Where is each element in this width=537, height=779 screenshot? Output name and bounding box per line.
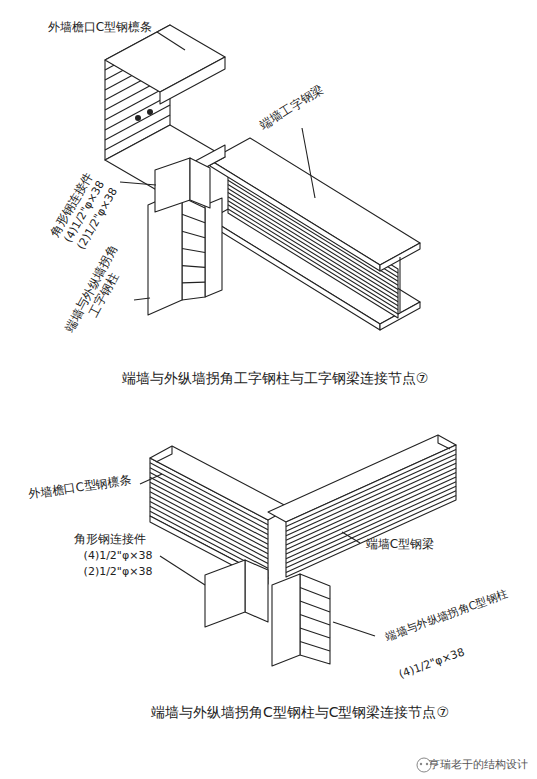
bolt-spec: (4)1/2"φ×38	[397, 646, 466, 681]
bolt	[177, 172, 183, 178]
hatch-stroke	[182, 282, 205, 284]
leader-line	[160, 556, 205, 585]
bolt-spec: (2)1/2"φ×38	[84, 566, 153, 579]
c-beam-joint	[140, 435, 456, 772]
i-beam-joint	[105, 25, 420, 330]
bolt	[163, 177, 169, 183]
bolt-spec: (4)1/2"φ×38	[84, 550, 153, 563]
purlin-section	[156, 446, 172, 462]
beam-top-flange	[210, 138, 420, 265]
column-flange	[272, 574, 300, 666]
part-name: 角形钢连接件	[74, 533, 146, 547]
beam-section	[438, 435, 450, 449]
hatch-stroke	[286, 454, 456, 531]
angle-connector	[205, 560, 245, 627]
column-web	[300, 574, 330, 664]
hatch-stroke	[286, 450, 456, 527]
column-web	[182, 197, 205, 300]
angle-connector-leg	[190, 158, 210, 208]
leader-line	[302, 128, 315, 198]
bolt	[135, 115, 141, 121]
part-name: 端墙与外纵墙拐角C型钢柱	[384, 588, 509, 644]
beam-web	[286, 445, 456, 577]
part-name: 端墙C型钢梁	[366, 538, 434, 552]
part-name: 外墙檐口C型钢檩条	[27, 474, 132, 502]
purlin-top-flange	[150, 446, 290, 520]
bolt	[177, 189, 183, 195]
bolt	[147, 109, 153, 115]
leader-line	[140, 474, 162, 484]
leader-line	[333, 622, 375, 636]
hatch-stroke	[182, 214, 205, 223]
beam-end-web-line	[399, 257, 400, 312]
watermark: 亨瑞老于的结构设计	[429, 759, 528, 772]
part-name: 端墙工字钢梁	[258, 83, 326, 133]
bolt	[215, 582, 222, 589]
part-name: 端墙与外纵墙拐角工字钢柱	[62, 241, 133, 342]
figure-caption: 端墙与外纵墙拐角C型钢柱与C型钢梁连接节点⑦	[151, 704, 449, 720]
hatch-stroke	[286, 463, 456, 540]
leader-line	[342, 532, 360, 543]
bolt	[215, 602, 222, 609]
watermark-icon-dot	[426, 763, 428, 765]
hatch-stroke	[182, 266, 205, 268]
part-name: 外墙檐口C型钢檩条	[48, 21, 152, 35]
angle-connector-leg	[245, 560, 268, 622]
hatch-stroke	[182, 249, 205, 253]
hatch-stroke	[300, 642, 330, 652]
bolt	[230, 596, 237, 603]
hatch-stroke	[286, 459, 456, 536]
purlin-top-lip	[160, 57, 225, 104]
hatch-stroke	[300, 615, 330, 626]
purlin-top-flange	[105, 25, 225, 92]
hatch-stroke	[286, 468, 456, 545]
watermark-icon-dot	[420, 763, 422, 765]
hatch-stroke	[300, 588, 330, 600]
figure-caption: 端墙与外纵墙拐角工字钢柱与工字钢梁连接节点⑦	[122, 370, 429, 386]
bolt	[230, 576, 237, 583]
leader-line	[134, 298, 150, 300]
angle-connector	[155, 158, 190, 212]
hatch-stroke	[182, 231, 205, 237]
column-back-flange	[205, 198, 222, 297]
beam-top-flange-edge	[210, 160, 380, 271]
hatch-stroke	[300, 628, 330, 638]
bolt	[163, 194, 169, 200]
leader-line	[120, 182, 156, 185]
hatch-stroke	[300, 601, 330, 612]
leader-line	[157, 32, 185, 50]
